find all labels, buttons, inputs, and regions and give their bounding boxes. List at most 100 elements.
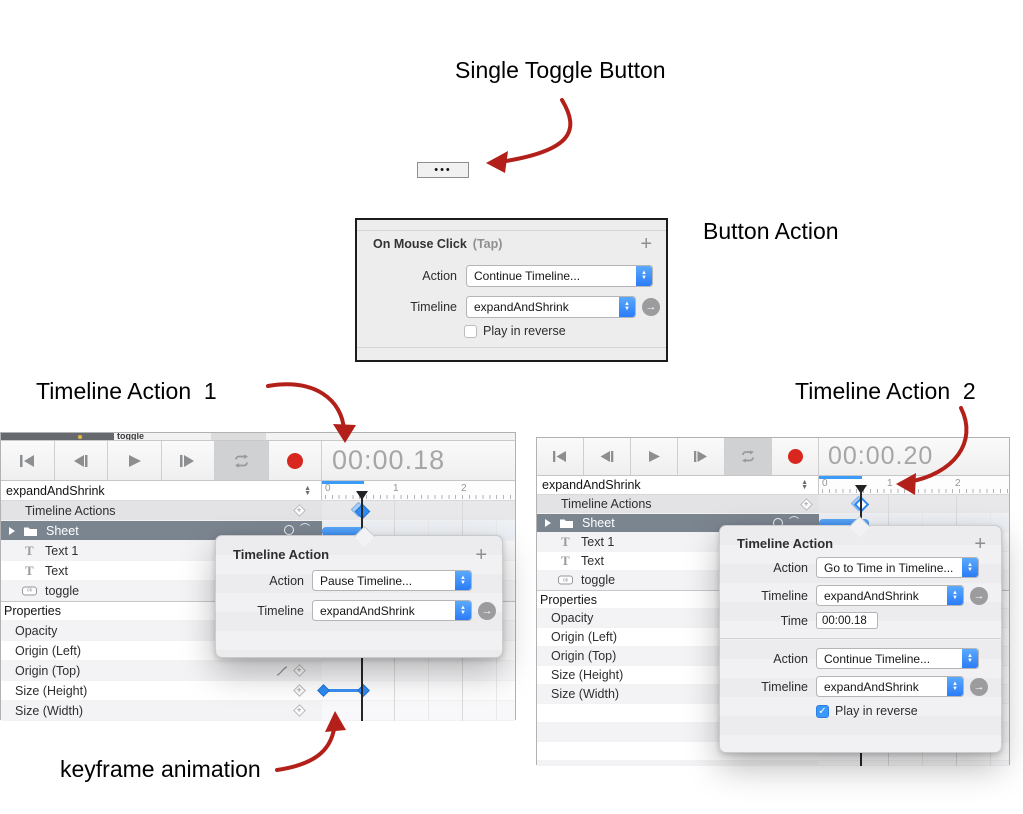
timeline-stepper-icon[interactable]: ▲▼ bbox=[304, 484, 311, 497]
add-action-button[interactable]: + bbox=[640, 233, 652, 255]
timeline-stepper-icon[interactable]: ▲▼ bbox=[801, 479, 808, 491]
play-in-reverse-label: Play in reverse bbox=[483, 324, 566, 338]
panel-divider bbox=[357, 347, 666, 348]
step-backward-button[interactable] bbox=[584, 438, 631, 475]
time-label: Time bbox=[780, 613, 808, 628]
add-keyframe-icon[interactable]: + bbox=[293, 504, 306, 517]
timeline-label: Timeline bbox=[761, 588, 808, 603]
go-to-timeline-icon[interactable]: → bbox=[970, 677, 988, 696]
action-label: Action bbox=[422, 269, 457, 283]
keyframe-end[interactable] bbox=[357, 684, 370, 697]
step-forward-button[interactable] bbox=[162, 441, 215, 480]
visibility-icon[interactable] bbox=[284, 525, 294, 535]
stepper-icon: ▲▼ bbox=[947, 586, 963, 605]
play-in-reverse-checkbox[interactable] bbox=[464, 324, 477, 338]
arrow-to-timeline-1 bbox=[266, 382, 346, 432]
button-element-icon: ok bbox=[558, 575, 573, 585]
timeline-label: Timeline bbox=[257, 603, 304, 618]
panel-divider bbox=[357, 230, 666, 231]
action-label: Action bbox=[773, 651, 808, 666]
visibility-lock-icons[interactable]: ⌒ bbox=[284, 525, 310, 535]
action-select[interactable]: Continue Timeline... ▲▼ bbox=[816, 648, 979, 669]
row-size-height[interactable]: Size (Height) + bbox=[1, 681, 515, 701]
go-to-timeline-icon[interactable]: → bbox=[970, 586, 988, 605]
skip-to-start-button[interactable] bbox=[537, 438, 584, 475]
text-element-icon: T bbox=[25, 542, 34, 558]
stepper-icon: ▲▼ bbox=[636, 266, 652, 286]
time-display-area: 00:00.20 bbox=[819, 438, 1009, 475]
add-action-button[interactable]: + bbox=[475, 543, 487, 566]
add-keyframe-icon[interactable]: + bbox=[800, 498, 813, 511]
timeline-select[interactable]: expandAndShrink ▲▼ bbox=[816, 676, 964, 697]
ruler-ticks bbox=[325, 495, 515, 499]
action-label: Action bbox=[773, 560, 808, 575]
stepper-icon: ▲▼ bbox=[962, 558, 978, 577]
on-mouse-click-panel: On Mouse Click (Tap) + Action Continue T… bbox=[355, 218, 668, 362]
current-time: 00:00.20 bbox=[828, 442, 934, 470]
row-size-width[interactable]: Size (Width) + bbox=[1, 701, 515, 721]
time-ruler[interactable]: 0 1 2 bbox=[322, 481, 515, 500]
timeline-label: Timeline bbox=[410, 300, 457, 314]
stepper-icon: ▲▼ bbox=[455, 571, 471, 590]
label-timeline-action-1: Timeline Action 1 bbox=[36, 378, 217, 404]
play-in-reverse-checkbox[interactable]: ✓ bbox=[816, 704, 829, 718]
disclosure-icon[interactable] bbox=[9, 526, 15, 535]
playhead-icon[interactable] bbox=[855, 485, 867, 494]
row-timeline-actions[interactable]: Timeline Actions + bbox=[537, 495, 1009, 514]
disclosure-icon[interactable] bbox=[545, 519, 551, 527]
stepper-icon: ▲▼ bbox=[947, 677, 963, 696]
play-button[interactable] bbox=[631, 438, 678, 475]
record-icon bbox=[787, 449, 803, 464]
label-single-toggle-button: Single Toggle Button bbox=[455, 57, 666, 83]
loaded-range-bar bbox=[819, 476, 862, 479]
add-action-button[interactable]: + bbox=[974, 532, 986, 555]
label-keyframe-animation: keyframe animation bbox=[60, 756, 261, 782]
play-in-reverse-label: Play in reverse bbox=[835, 704, 918, 718]
add-keyframe-icon[interactable]: + bbox=[293, 684, 306, 697]
row-timeline-actions[interactable]: Timeline Actions + bbox=[1, 501, 515, 521]
go-to-timeline-icon[interactable]: → bbox=[642, 298, 660, 316]
loop-button[interactable] bbox=[725, 438, 772, 475]
timeline-name-cell[interactable]: expandAndShrink ▲▼ bbox=[537, 476, 819, 494]
go-to-timeline-icon[interactable]: → bbox=[478, 601, 496, 620]
action-select[interactable]: Continue Timeline... ▲▼ bbox=[466, 265, 653, 287]
text-element-icon: T bbox=[561, 534, 570, 549]
stepper-icon: ▲▼ bbox=[455, 601, 471, 620]
empty-row bbox=[537, 761, 1009, 766]
playhead-icon[interactable] bbox=[356, 491, 368, 500]
timeline-select[interactable]: expandAndShrink ▲▼ bbox=[466, 296, 636, 318]
folder-icon bbox=[560, 519, 573, 528]
animation-bar[interactable] bbox=[819, 519, 869, 528]
keyframe-connector bbox=[323, 689, 363, 692]
record-icon bbox=[286, 452, 303, 469]
step-forward-button[interactable] bbox=[678, 438, 725, 475]
play-button[interactable] bbox=[108, 441, 162, 480]
action-select[interactable]: Pause Timeline... ▲▼ bbox=[312, 570, 472, 591]
mouse-click-tap: (Tap) bbox=[472, 237, 503, 251]
add-keyframe-icon[interactable]: + bbox=[293, 664, 306, 677]
timeline-select[interactable]: expandAndShrink ▲▼ bbox=[312, 600, 472, 621]
timeline-action-popover-1: Timeline Action + Action Pause Timeline.… bbox=[215, 525, 503, 658]
arrow-to-toggle-button bbox=[504, 98, 573, 163]
add-keyframe-icon[interactable]: + bbox=[293, 704, 306, 717]
time-input[interactable]: 00:00.18 bbox=[816, 612, 878, 629]
current-time: 00:00.18 bbox=[332, 445, 446, 475]
record-button[interactable] bbox=[269, 441, 322, 480]
animation-bar[interactable] bbox=[322, 527, 368, 536]
loop-button[interactable] bbox=[215, 441, 269, 480]
timeline-label: Timeline bbox=[761, 679, 808, 694]
timeline-name-cell[interactable]: expandAndShrink ▲▼ bbox=[1, 481, 322, 500]
popover-title: Timeline Action bbox=[737, 536, 834, 551]
action-select[interactable]: Go to Time in Timeline... ▲▼ bbox=[816, 557, 979, 578]
timeline-action-popover-2: Timeline Action + Action Go to Time in T… bbox=[719, 515, 1002, 753]
text-element-icon: T bbox=[561, 553, 570, 568]
timeline-select[interactable]: expandAndShrink ▲▼ bbox=[816, 585, 964, 606]
step-backward-button[interactable] bbox=[55, 441, 108, 480]
skip-to-start-button[interactable] bbox=[1, 441, 55, 480]
single-toggle-button[interactable]: ••• bbox=[417, 162, 469, 178]
row-origin-top[interactable]: Origin (Top) + bbox=[1, 661, 515, 681]
button-element-icon: ok bbox=[22, 586, 37, 595]
easing-curve-icon[interactable] bbox=[276, 666, 288, 676]
record-button[interactable] bbox=[772, 438, 819, 475]
time-ruler[interactable]: 0 1 2 bbox=[819, 476, 1009, 494]
